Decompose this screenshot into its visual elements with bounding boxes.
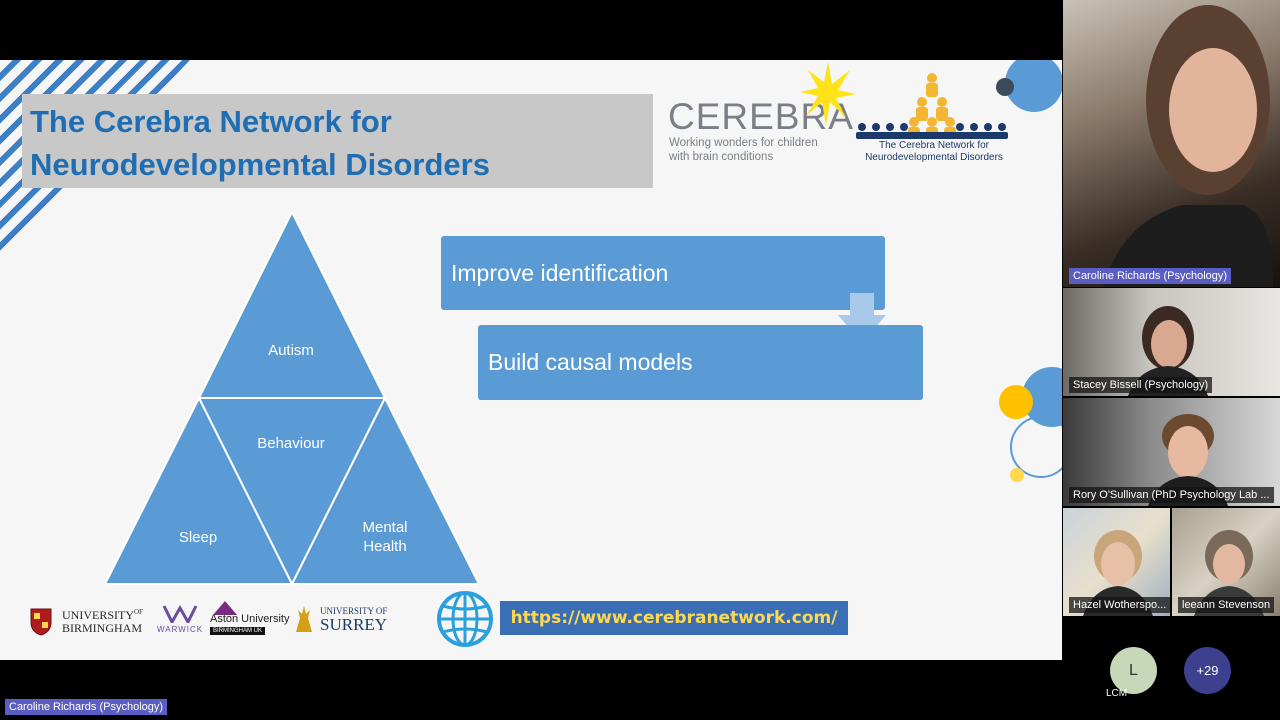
presenter-name-tag: Caroline Richards (Psychology)	[5, 699, 168, 715]
birmingham-of: OF	[134, 608, 143, 616]
participant-video-tile[interactable]: Rory O'Sullivan (PhD Psychology Lab ...	[1063, 398, 1280, 506]
slide-title-line2: Neurodevelopmental Disorders	[30, 147, 490, 182]
participant-avatar-label: LCM	[1106, 688, 1128, 699]
cerebra-star-icon	[800, 62, 856, 126]
decorative-circle	[999, 385, 1033, 419]
pyramid-label-autism: Autism	[268, 342, 314, 359]
surrey-stag-icon	[296, 606, 312, 632]
participant-video-tile[interactable]: Caroline Richards (Psychology)	[1063, 0, 1280, 287]
pyramid-label-mental: Mental	[362, 519, 408, 536]
slide-title: The Cerebra Network for Neurodevelopment…	[30, 100, 630, 186]
participant-name-tag: Stacey Bissell (Psychology)	[1069, 377, 1213, 393]
pyramid-right	[290, 395, 479, 585]
globe-icon	[437, 591, 493, 647]
pyramid-label-health: Health	[363, 538, 407, 555]
surrey-line1: UNIVERSITY OF	[320, 606, 388, 616]
decorative-dot	[1010, 468, 1024, 482]
birmingham-line1: UNIVERSITY	[62, 608, 134, 622]
participant-video-tile[interactable]: Hazel Wotherspo...	[1063, 508, 1170, 616]
participant-name-tag: leeann Stevenson	[1178, 597, 1275, 613]
participant-avatar[interactable]: L	[1110, 647, 1157, 694]
warwick-logo-icon	[163, 605, 197, 623]
aston-logo-subtext: BIRMINGHAM UK	[210, 627, 266, 635]
surrey-line2: SURREY	[320, 615, 388, 634]
pyramid-label-behaviour: Behaviour	[257, 435, 325, 452]
cerebra-logo-word: CEREBRA	[668, 96, 854, 137]
network-logo-icon	[856, 73, 1008, 139]
decorative-ring	[1010, 416, 1062, 478]
network-logo-line2: Neurodevelopmental Disorders	[865, 152, 1003, 163]
participant-video-tile[interactable]: leeann Stevenson	[1172, 508, 1280, 616]
participant-name-tag: Rory O'Sullivan (PhD Psychology Lab ...	[1069, 487, 1274, 503]
decorative-dot	[996, 78, 1014, 96]
step-build-causal-models: Build causal models	[478, 325, 923, 400]
network-logo-text: The Cerebra Network for Neurodevelopment…	[854, 140, 1014, 164]
down-arrow-icon	[838, 293, 886, 343]
cerebra-tagline: Working wonders for children with brain …	[669, 136, 829, 164]
website-url-link[interactable]: https://www.cerebranetwork.com/	[500, 601, 848, 635]
slide-title-line1: The Cerebra Network for	[30, 104, 392, 139]
pyramid-diagram	[105, 212, 479, 586]
pyramid-top	[197, 212, 387, 399]
cerebra-tagline-line1: Working wonders for children	[669, 137, 818, 149]
cerebra-tagline-line2: with brain conditions	[669, 151, 774, 163]
participant-video-feed	[1103, 5, 1273, 287]
aston-logo-icon	[213, 601, 237, 615]
pyramid-label-sleep: Sleep	[178, 529, 218, 546]
warwick-logo-text: WARWICK	[157, 625, 204, 634]
birmingham-line2: BIRMINGHAM	[62, 621, 143, 635]
network-logo-line1: The Cerebra Network for	[878, 140, 990, 151]
shared-slide: The Cerebra Network for Neurodevelopment…	[0, 60, 1062, 660]
participant-name-tag: Hazel Wotherspo...	[1069, 597, 1170, 613]
birmingham-logo-text: UNIVERSITYOF BIRMINGHAM	[62, 606, 143, 635]
pyramid-label-mental-health: Mental Health	[325, 518, 445, 556]
pyramid-left	[105, 395, 294, 585]
more-participants-button[interactable]: +29	[1184, 647, 1231, 694]
birmingham-crest-icon	[30, 608, 52, 636]
title-box	[22, 94, 653, 188]
participant-name-tag: Caroline Richards (Psychology)	[1069, 268, 1232, 284]
surrey-logo-text: UNIVERSITY OF SURREY	[320, 606, 387, 633]
participant-video-tile[interactable]: Stacey Bissell (Psychology)	[1063, 288, 1280, 396]
step-improve-identification: Improve identification	[441, 236, 885, 310]
decorative-circle	[1005, 60, 1062, 112]
aston-logo-text: Aston University	[210, 613, 290, 625]
